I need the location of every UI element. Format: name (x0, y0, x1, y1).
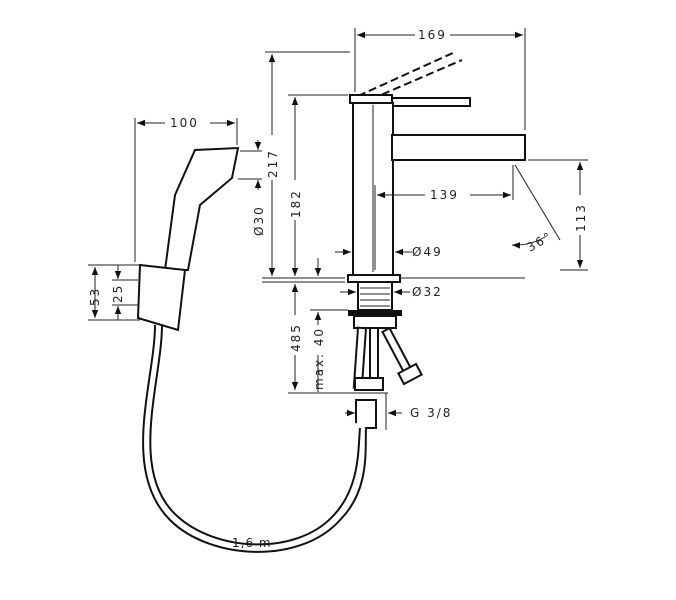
fixing-plate (348, 310, 402, 316)
faucet-base (347, 274, 401, 283)
shower-holder (136, 263, 187, 332)
dim-485: 485 (289, 323, 303, 352)
dim-hose-length: 1,6 m (232, 536, 272, 550)
hand-shower (136, 146, 367, 553)
dim-diameter-49: Ø49 (412, 245, 443, 259)
dim-25: 25 (111, 284, 125, 303)
dim-diameter-32: Ø32 (412, 285, 443, 299)
dim-113: 113 (574, 203, 588, 232)
dim-182: 182 (289, 189, 303, 218)
lever-open-position (357, 51, 456, 97)
dim-100: 100 (170, 116, 199, 130)
dim-diameter-30: Ø30 (252, 205, 266, 236)
connector (355, 399, 377, 429)
lever (391, 97, 471, 107)
spout (391, 134, 526, 161)
dim-139: 139 (430, 188, 459, 202)
dim-angle-36: 36° (525, 229, 556, 255)
lever-base (349, 94, 393, 104)
faucet (347, 51, 526, 429)
dim-217: 217 (266, 149, 280, 178)
shower-head (163, 146, 240, 271)
dim-max-40: max. 40 (312, 327, 326, 390)
dimension-lines (88, 28, 588, 430)
dim-g-3-8: G 3/8 (410, 406, 452, 420)
dim-53: 53 (88, 287, 102, 306)
dim-169: 169 (418, 28, 447, 42)
